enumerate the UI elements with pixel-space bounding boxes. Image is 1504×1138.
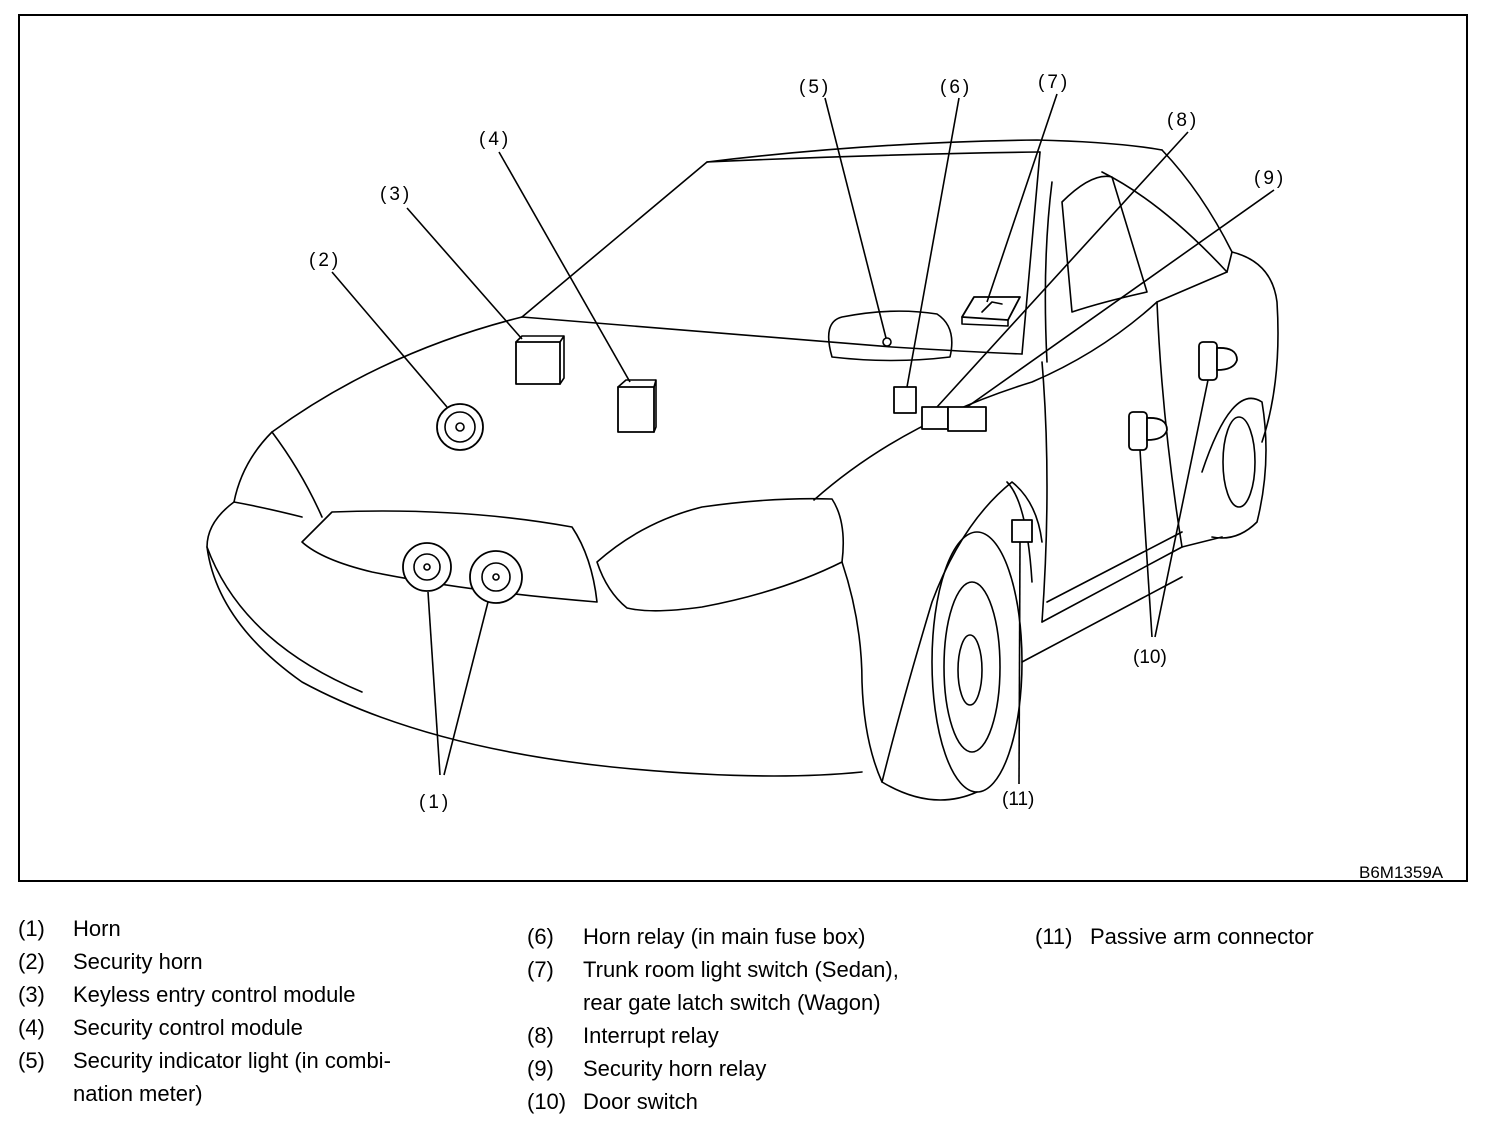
legend-item-number: (2) [18,949,45,974]
legend-item-number: (1) [18,916,45,941]
figure-code: B6M1359A [1359,863,1444,880]
callout-11: (11) [1002,789,1034,810]
legend-item-number: (9) [527,1056,554,1081]
legend-item-text: Security horn relay [583,1052,766,1085]
callout-10: (10) [1133,647,1167,668]
legend-item-line: Passive arm connector [1090,924,1314,949]
legend-item-line: Horn [73,916,121,941]
legend-item-line: Security indicator light (in combi- [73,1048,391,1073]
callout-1: (1) [419,792,451,813]
legend-item-line: Security control module [73,1015,303,1040]
legend-item-line: nation meter) [73,1081,203,1106]
legend-item-line: Door switch [583,1089,698,1114]
legend-item-number: (5) [18,1048,45,1073]
car-outline [206,139,1279,801]
security-horn-icon [436,403,484,451]
horn-right-icon [469,550,523,604]
legend-item-line: Trunk room light switch (Sedan), [583,957,899,982]
legend-item-number: (8) [527,1023,554,1048]
legend-item-number: (11) [1035,924,1073,949]
legend-item-text: Security horn [73,945,203,978]
callout-5: (5) [799,77,831,98]
legend-item-text: Passive arm connector [1090,920,1314,953]
callout-3: (3) [380,184,412,205]
legend-item-text: Horn [73,912,121,945]
diagram-frame: (1) (2) (3) (4) (5) (6) (7) (8) (9) (10)… [18,14,1468,882]
callout-labels: (1) (2) (3) (4) (5) (6) (7) (8) (9) (10)… [309,72,1444,880]
legend-item-number: (4) [18,1015,45,1040]
legend-item-text: Keyless entry control module [73,978,355,1011]
security-control-module-icon [617,379,657,433]
legend-item-text: Door switch [583,1085,698,1118]
car-diagram: (1) (2) (3) (4) (5) (6) (7) (8) (9) (10)… [206,72,1444,880]
legend-item-line: Horn relay (in main fuse box) [583,924,866,949]
callout-4: (4) [479,129,511,150]
legend-item-number: (3) [18,982,45,1007]
horn-left-icon [402,542,452,592]
passive-arm-connector-icon [1006,481,1033,583]
legend-item-line: Interrupt relay [583,1023,719,1048]
legend-item-line: Security horn relay [583,1056,767,1081]
legend-item-line: rear gate latch switch (Wagon) [583,990,881,1015]
callout-2: (2) [309,250,341,271]
horn-relay-icon [893,386,917,414]
legend-item-line: Security horn [73,949,203,974]
trunk-switch-icon [961,296,1021,327]
legend: (1) Horn (2) Security horn (3) Keyless entry … [0,912,1504,1132]
legend-item-line: Keyless entry control module [73,982,356,1007]
legend-item-text: Interrupt relay [583,1019,719,1052]
legend-item-number: (7) [527,957,554,982]
callout-7: (7) [1038,72,1070,93]
legend-item-text: Horn relay (in main fuse box) [583,920,865,953]
callout-9: (9) [1254,168,1286,189]
relay-pair-icon [921,406,987,432]
keyless-entry-module-icon [515,335,565,385]
leader-lines [331,93,1275,785]
callout-8: (8) [1167,110,1199,131]
legend-item-number: (6) [527,924,554,949]
door-switch-front-icon [1128,411,1168,451]
legend-item-number: (10) [527,1089,567,1114]
legend-item-text: Security control module [73,1011,303,1044]
legend-item-text: Trunk room light switch (Sedan), rear gat… [583,953,899,1019]
callout-6: (6) [940,77,972,98]
door-switch-rear-icon [1198,341,1238,381]
legend-item-text: Security indicator light (in combi-natio… [73,1044,391,1110]
combination-meter [827,310,953,362]
